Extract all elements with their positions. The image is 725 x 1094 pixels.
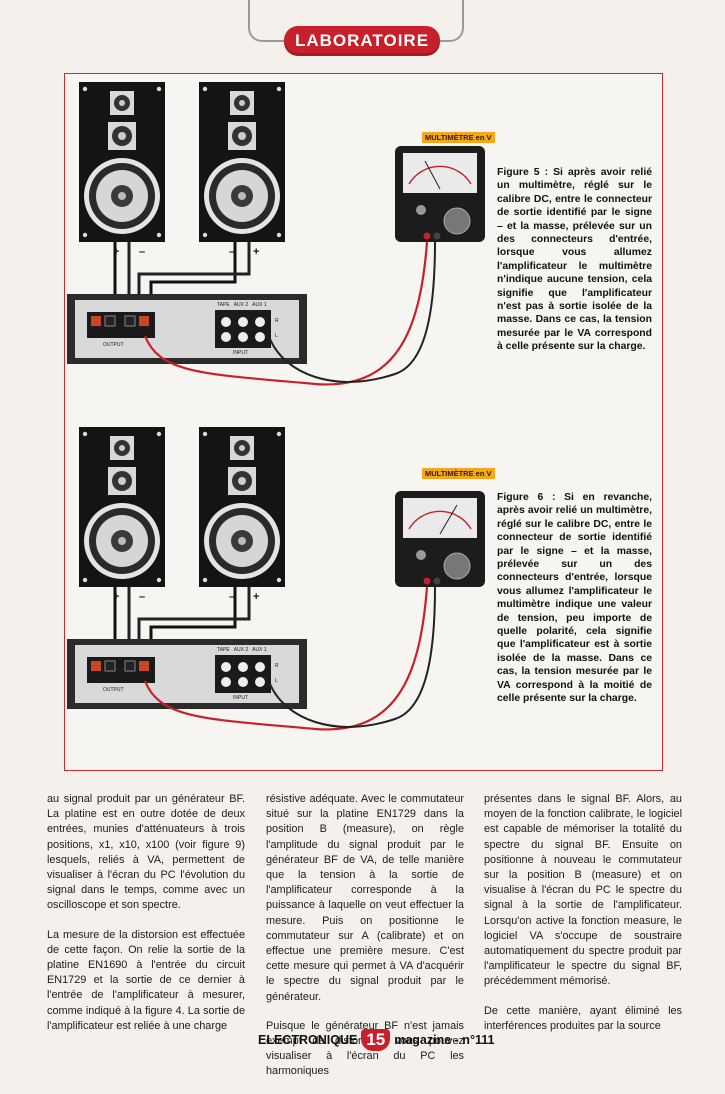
polarity-minus-right: – xyxy=(229,246,236,258)
aux1-label: AUX 1 xyxy=(252,647,267,653)
figure-5-diagram xyxy=(67,82,485,386)
channel-r-label: R xyxy=(275,663,279,669)
multimeter-label: MULTIMÈTRE en V xyxy=(422,468,495,479)
input-label: INPUT xyxy=(233,695,248,701)
tape-label: TAPE xyxy=(217,647,230,653)
figure-5-caption: Figure 5 : Si après avoir relié un multi… xyxy=(497,167,652,353)
polarity-minus-left: – xyxy=(139,591,146,603)
polarity-plus-right: + xyxy=(253,246,260,258)
speaker-right xyxy=(199,427,285,587)
paragraph: au signal produit par un générateur BF. … xyxy=(47,793,245,912)
input-selector-labels: TAPE AUX 2 AUX 1 xyxy=(217,302,267,308)
polarity-plus-left: + xyxy=(113,246,120,258)
paragraph: De cette manière, ayant éliminé les inte… xyxy=(484,1004,682,1032)
channel-r-label: R xyxy=(275,318,279,324)
figures-panel: MULTIMÈTRE en V + – – + TAPE AUX 2 AUX 1… xyxy=(64,73,663,771)
speaker-left xyxy=(79,82,165,242)
paragraph: présentes dans le signal BF. Alors, au m… xyxy=(484,793,682,988)
output-label: OUTPUT xyxy=(103,342,124,348)
speaker-right xyxy=(199,82,285,242)
figure-6: MULTIMÈTRE en V + – – + TAPE AUX 2 AUX 1… xyxy=(65,419,662,764)
issue-number: magazine - n°111 xyxy=(394,1033,495,1047)
channel-l-label: L xyxy=(275,678,278,684)
paragraph: La mesure de la distorsion est effectuée… xyxy=(47,928,245,1032)
figure-5: MULTIMÈTRE en V + – – + TAPE AUX 2 AUX 1… xyxy=(65,74,662,414)
channel-l-label: L xyxy=(275,333,278,339)
polarity-minus-left: – xyxy=(139,246,146,258)
magazine-name: ELECTRONIQUE xyxy=(258,1033,358,1047)
amplifier xyxy=(67,294,307,364)
aux1-label: AUX 1 xyxy=(252,302,267,308)
polarity-plus-left: + xyxy=(113,591,120,603)
figure-6-caption: Figure 6 : Si en revanche, après avoir r… xyxy=(497,492,652,705)
section-banner: LABORATOIRE xyxy=(284,26,440,56)
page-number: 15 xyxy=(361,1029,391,1051)
text-column-3: présentes dans le signal BF. Alors, au m… xyxy=(484,792,682,1048)
aux2-label: AUX 2 xyxy=(233,647,249,653)
aux2-label: AUX 2 xyxy=(233,302,249,308)
page-footer: ELECTRONIQUE 15 magazine - n°111 xyxy=(258,1028,494,1052)
figure-6-diagram xyxy=(67,427,485,731)
polarity-minus-right: – xyxy=(229,591,236,603)
input-selector-labels: TAPE AUX 2 AUX 1 xyxy=(217,647,267,653)
multimeter-label: MULTIMÈTRE en V xyxy=(422,132,495,143)
speaker-left xyxy=(79,427,165,587)
tape-label: TAPE xyxy=(217,302,230,308)
amplifier xyxy=(67,639,307,709)
multimeter xyxy=(395,491,485,587)
polarity-plus-right: + xyxy=(253,591,260,603)
input-label: INPUT xyxy=(233,350,248,356)
multimeter xyxy=(395,146,485,242)
text-column-1: au signal produit par un générateur BF. … xyxy=(47,792,245,1048)
paragraph: résistive adéquate. Avec le commutateur … xyxy=(266,793,464,1003)
output-label: OUTPUT xyxy=(103,687,124,693)
